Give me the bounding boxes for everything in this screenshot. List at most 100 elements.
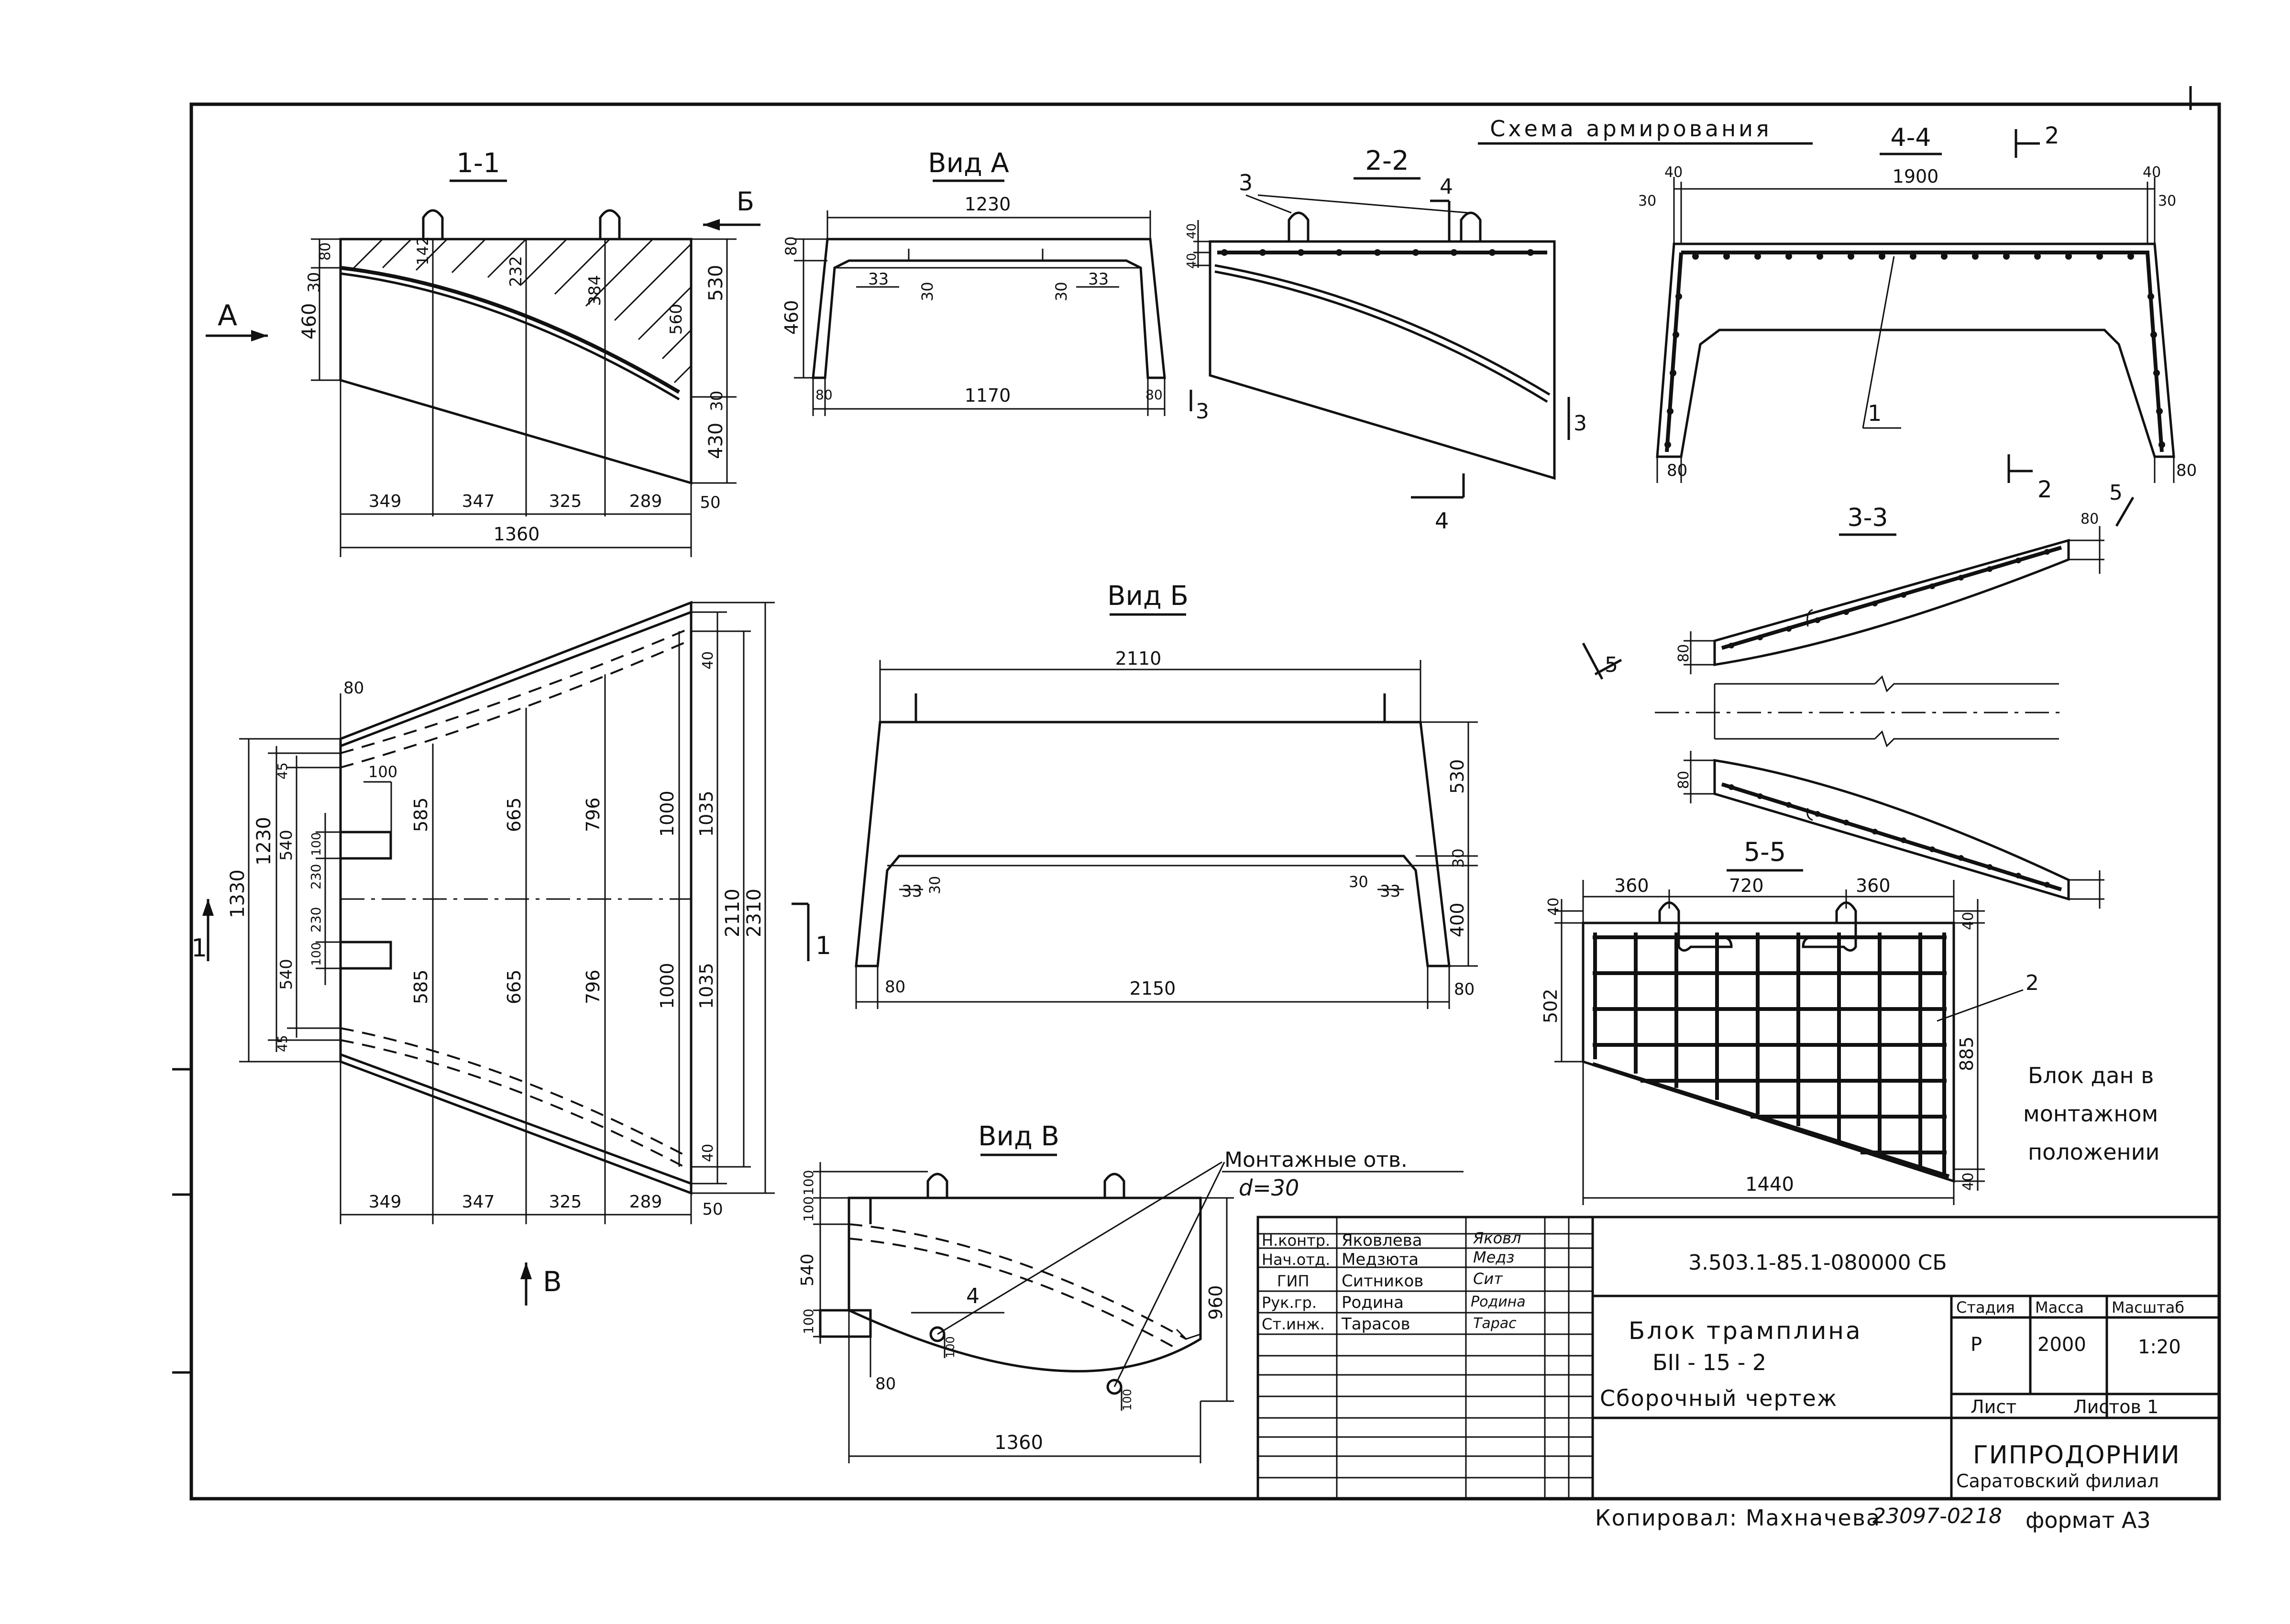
dim-540a: 540 <box>277 830 296 861</box>
section-title-3-3: 3-3 <box>1848 504 1888 532</box>
dim-585a: 585 <box>410 797 431 832</box>
view-B-cyr: Вид Б 2110 530 30 400 33 30 30 33 80 215… <box>855 581 1478 1009</box>
dim-80a: 80 <box>1675 644 1692 662</box>
dim-30b: 30 <box>1052 282 1070 301</box>
dim-80-right: 80 <box>1145 387 1163 403</box>
dim-1440: 1440 <box>1745 1174 1794 1196</box>
signer-sign-5: Тарас <box>1473 1315 1517 1332</box>
dim-80-right: 80 <box>2176 461 2197 480</box>
dim-30b: 30 <box>707 391 727 411</box>
leader-4: 4 <box>966 1284 980 1308</box>
dim-1230: 1230 <box>253 817 275 866</box>
dim-80-left: 80 <box>885 977 905 997</box>
drawing-frame <box>172 86 2221 1501</box>
dim-80-right: 80 <box>1454 980 1475 999</box>
paper-format: формат А3 <box>2026 1507 2151 1533</box>
dim-33a: 33 <box>868 270 889 289</box>
dim-80: 80 <box>317 242 334 261</box>
section-title-5-5: 5-5 <box>1744 837 1786 867</box>
dim-80: 80 <box>343 679 364 698</box>
signer-name-2: Медзюта <box>1342 1250 1419 1269</box>
dim-1230: 1230 <box>965 194 1011 215</box>
note-line-1: Блок дан в <box>2028 1063 2154 1088</box>
section-marker-2-bottom: 2 <box>2037 476 2052 503</box>
dim-530: 530 <box>1447 759 1468 794</box>
signer-role-2: Нач.отд. <box>1262 1251 1330 1269</box>
dim-100c: 100 <box>801 1309 816 1334</box>
signer-sign-1: Яковл <box>1473 1229 1521 1247</box>
dim-400: 400 <box>1447 902 1468 937</box>
view-A: Вид А 1230 80 460 33 30 30 33 80 1170 80 <box>781 148 1166 416</box>
dim-33b: 33 <box>1380 882 1400 901</box>
dim-460: 460 <box>781 300 802 335</box>
dim-1330: 1330 <box>227 869 249 918</box>
dim-1170: 1170 <box>965 385 1011 406</box>
dim-2110: 2110 <box>1115 648 1162 669</box>
section-4-4: 4-4 1 40 1900 40 30 30 8 <box>1638 122 2197 503</box>
mass-header: Масса <box>2035 1298 2084 1317</box>
dim-40a: 40 <box>1185 223 1199 239</box>
signer-name-1: Яковлева <box>1342 1231 1422 1250</box>
dim-30b: 30 <box>1349 873 1368 891</box>
rebar-pos-3: 3 <box>1239 170 1253 196</box>
view-V: Вид В 4 Монтажные отв. d=30 1 <box>798 1121 1464 1463</box>
dim-30-right: 30 <box>2158 193 2176 209</box>
stage-value: Р <box>1971 1334 1982 1356</box>
signer-role-5: Ст.инж. <box>1262 1315 1325 1333</box>
dim-349: 349 <box>369 492 402 511</box>
view-title-A: Вид А <box>928 148 1009 179</box>
dim-796a: 796 <box>583 797 604 832</box>
dim-40c: 40 <box>1960 1173 1977 1191</box>
section-marker-1-right: 1 <box>815 932 831 960</box>
dim-460: 460 <box>298 303 320 340</box>
section-3-3: 3-3 <box>1582 481 2135 909</box>
dim-1035a: 1035 <box>696 790 717 837</box>
view-title-B-cyr: Вид Б <box>1107 581 1189 612</box>
document-code: 3.503.1-85.1-080000 СБ <box>1688 1251 1947 1275</box>
dim-30: 30 <box>1449 848 1467 868</box>
section-marker-3-left: 3 <box>1196 399 1209 424</box>
dim-100: 100 <box>368 763 397 781</box>
signer-sign-3: Сит <box>1473 1270 1503 1288</box>
dim-289: 289 <box>629 1192 662 1212</box>
dim-80b: 80 <box>1675 771 1692 789</box>
holes-diameter: d=30 <box>1239 1175 1299 1201</box>
dim-100b: 100 <box>309 942 324 966</box>
view-marker-A: А <box>218 299 237 332</box>
dim-1000b: 1000 <box>657 963 678 1009</box>
signer-name-5: Тарасов <box>1341 1315 1410 1334</box>
dim-230b: 230 <box>308 907 324 933</box>
footer: Копировал: Махначева 23097-02 18 формат … <box>1595 1504 2151 1533</box>
dim-100b: 100 <box>801 1196 816 1222</box>
title-block: Н.контр. Яковлева Яковл Нач.отд. Медзюта… <box>1256 1216 2221 1500</box>
dim-585b: 585 <box>410 969 431 1004</box>
note-line-2: монтажном <box>2023 1101 2158 1127</box>
section-title-4-4: 4-4 <box>1891 123 1931 152</box>
dim-2310: 2310 <box>743 889 765 937</box>
title-line-3: Сборочный чертеж <box>1600 1385 1838 1411</box>
dim-100-hole-2: 100 <box>1121 1389 1134 1411</box>
dim-50: 50 <box>702 1200 723 1219</box>
dim-40b: 40 <box>1185 253 1199 269</box>
section-marker-3-right: 3 <box>1574 411 1587 436</box>
dim-1035b: 1035 <box>696 963 717 1009</box>
signer-name-4: Родина <box>1342 1293 1404 1312</box>
dim-80-left: 80 <box>1667 461 1687 480</box>
view-marker-B-cyr: Б <box>737 187 754 217</box>
signer-role-1: Н.контр. <box>1262 1231 1330 1250</box>
organization-name: ГИПРОДОРНИИ <box>1973 1441 2180 1470</box>
dim-142: 142 <box>414 236 432 265</box>
signer-role-4: Рук.гр. <box>1262 1294 1317 1312</box>
sheet-header: Лист <box>1971 1396 2016 1417</box>
dim-80: 80 <box>782 236 800 256</box>
dim-1000a: 1000 <box>657 790 678 837</box>
dim-540: 540 <box>798 1253 817 1286</box>
dim-232: 232 <box>506 256 526 287</box>
dim-360b: 360 <box>1856 875 1891 896</box>
dim-40b: 40 <box>700 1144 716 1162</box>
dim-40a: 40 <box>700 651 716 669</box>
dim-33b: 33 <box>1088 270 1109 289</box>
dim-40-left: 40 <box>1664 164 1683 181</box>
plan-view: 80 100 45 45 1330 1230 540 540 100 230 2… <box>191 601 831 1306</box>
dim-2110: 2110 <box>722 889 744 937</box>
